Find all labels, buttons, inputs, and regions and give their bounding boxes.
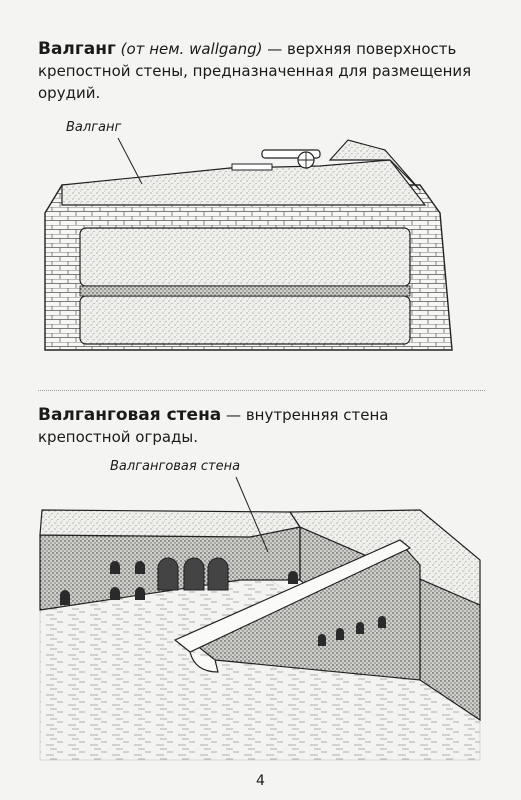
entry-term: Валганг — [38, 39, 116, 59]
section-divider — [38, 390, 485, 391]
entry-definition: — верхняя поверхность крепостной стены, … — [38, 40, 472, 102]
entry-term: Валганговая стена — [38, 405, 222, 425]
fortress-courtyard-perspective-illustration — [39, 476, 481, 761]
entry-valgang: Валганг (от нем. wallgang) — верхняя пов… — [38, 38, 483, 104]
callout-valgang: Валганг — [66, 120, 122, 135]
entry-valgang-wall: Валганговая стена — внутренняя стена кре… — [38, 404, 483, 448]
callout-valgang-wall: Валганговая стена — [110, 459, 241, 474]
entry-etymology: (от нем. wallgang) — [120, 40, 263, 58]
cannon-icon — [231, 149, 321, 171]
entry-definition: — внутренняя стена крепостной ограды. — [38, 406, 389, 446]
page-number: 4 — [256, 773, 265, 789]
